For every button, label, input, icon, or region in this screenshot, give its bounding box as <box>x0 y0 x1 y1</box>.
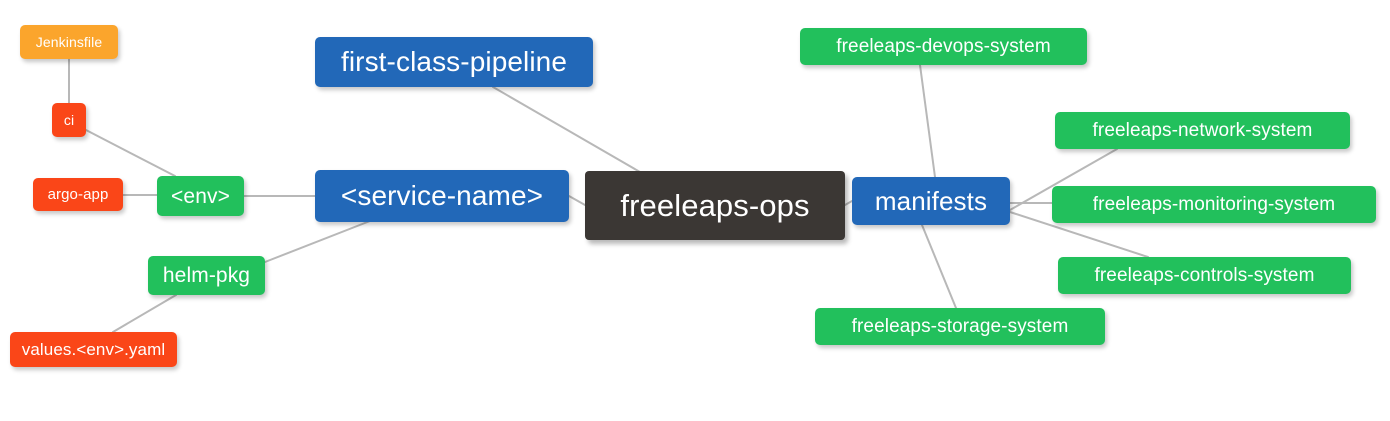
mindmap-node-label: freeleaps-storage-system <box>851 316 1069 337</box>
mindmap-node-label: ci <box>63 112 75 128</box>
edge-manifests-to-freeleaps-storage-system <box>921 224 957 309</box>
mindmap-node-freeleaps-network-system[interactable]: freeleaps-network-system <box>1055 112 1350 149</box>
mindmap-node-env[interactable]: <env> <box>157 176 244 216</box>
mindmap-node-label: helm-pkg <box>162 264 251 287</box>
mindmap-node-argo-app[interactable]: argo-app <box>33 178 123 211</box>
edge-service-name-to-helm-pkg <box>264 220 371 263</box>
mindmap-node-label: manifests <box>874 186 988 216</box>
mindmap-node-label: freeleaps-controls-system <box>1094 265 1315 286</box>
mindmap-node-values-env-yaml[interactable]: values.<env>.yaml <box>10 332 177 367</box>
mindmap-node-helm-pkg[interactable]: helm-pkg <box>148 256 265 295</box>
edge-env-to-ci <box>85 129 176 177</box>
mindmap-node-label: values.<env>.yaml <box>21 340 166 359</box>
mindmap-node-label: freeleaps-devops-system <box>836 36 1051 57</box>
mindmap-node-first-class-pipeline[interactable]: first-class-pipeline <box>315 37 593 87</box>
mindmap-node-label: first-class-pipeline <box>340 46 568 77</box>
mindmap-node-label: freeleaps-ops <box>620 188 810 223</box>
mindmap-node-label: <service-name> <box>340 180 544 211</box>
edge-helm-pkg-to-values-env-yaml <box>112 294 177 333</box>
mindmap-node-label: Jenkinsfile <box>35 34 103 50</box>
edge-manifests-to-freeleaps-devops-system <box>919 64 936 178</box>
mindmap-node-service-name[interactable]: <service-name> <box>315 170 569 222</box>
edge-freeleaps-ops-to-manifests <box>844 200 853 206</box>
mindmap-node-freeleaps-controls-system[interactable]: freeleaps-controls-system <box>1058 257 1351 294</box>
edge-freeleaps-ops-to-service-name <box>568 195 586 206</box>
mindmap-node-label: argo-app <box>47 186 109 203</box>
mindmap-node-label: freeleaps-monitoring-system <box>1092 194 1336 215</box>
mindmap-node-ci[interactable]: ci <box>52 103 86 137</box>
mindmap-node-freeleaps-monitoring-system[interactable]: freeleaps-monitoring-system <box>1052 186 1376 223</box>
edge-freeleaps-ops-to-first-class-pipeline <box>492 86 641 173</box>
mindmap-node-freeleaps-storage-system[interactable]: freeleaps-storage-system <box>815 308 1105 345</box>
mindmap-node-freeleaps-ops[interactable]: freeleaps-ops <box>585 171 845 240</box>
mindmap-node-jenkinsfile[interactable]: Jenkinsfile <box>20 25 118 59</box>
mindmap-node-label: <env> <box>171 184 230 208</box>
mindmap-node-manifests[interactable]: manifests <box>852 177 1010 225</box>
mindmap-node-freeleaps-devops-system[interactable]: freeleaps-devops-system <box>800 28 1087 65</box>
mindmap-node-label: freeleaps-network-system <box>1092 120 1313 141</box>
